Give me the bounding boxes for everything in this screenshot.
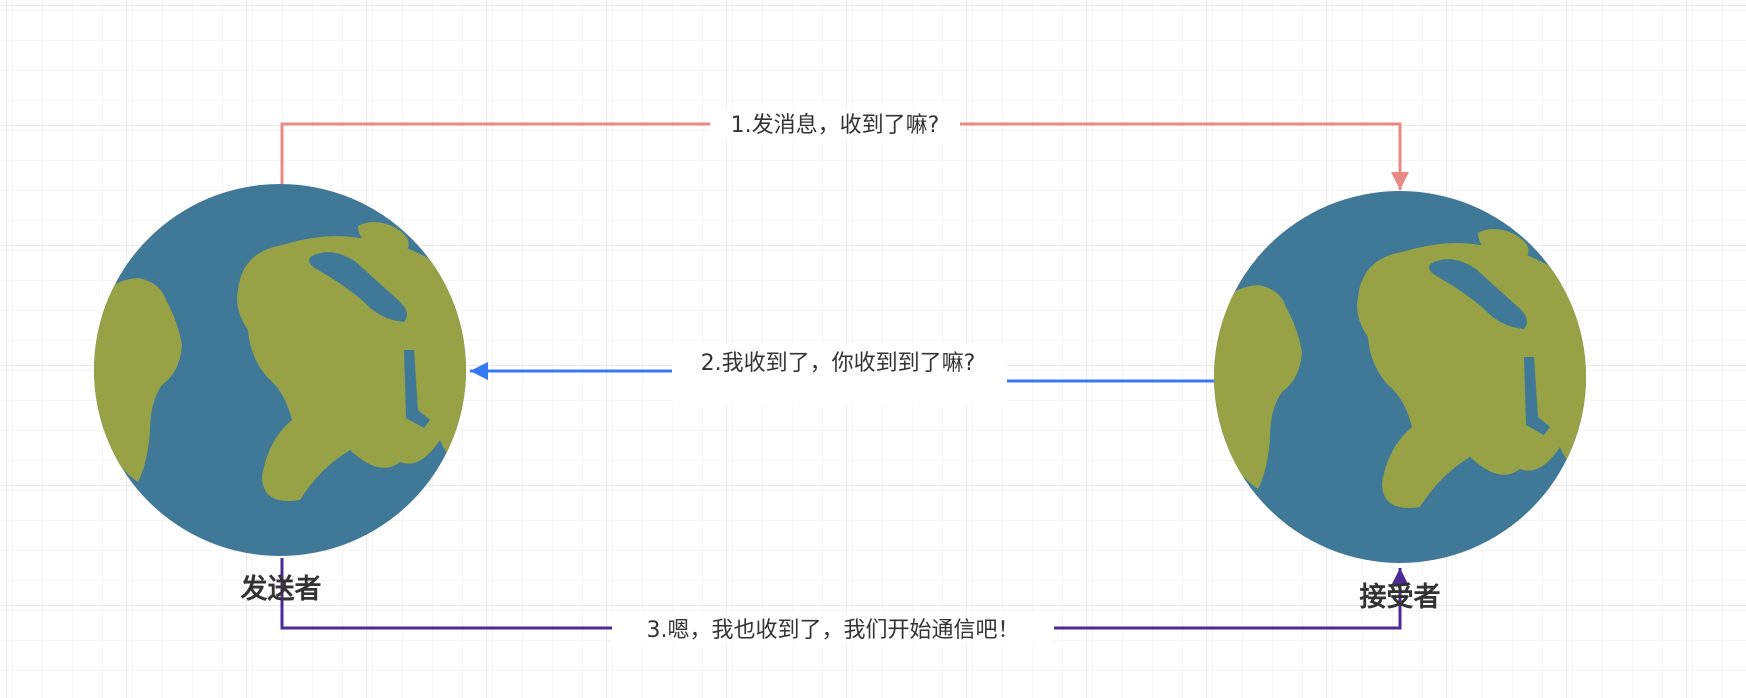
edge-step3-label-bg bbox=[612, 612, 1054, 644]
earth-globe-icon bbox=[1214, 191, 1586, 563]
node-sender-label: 发送者 bbox=[240, 573, 322, 605]
node-sender[interactable]: 发送者 bbox=[90, 184, 476, 605]
edge-step2-label-bg bbox=[672, 344, 1007, 406]
edge-step1-label-bg bbox=[710, 108, 960, 140]
edge-step3[interactable]: 3.嗯，我也收到了，我们开始通信吧！ bbox=[280, 558, 1409, 644]
edge-step2[interactable]: 2.我收到了，你收到到了嘛? bbox=[470, 344, 1214, 406]
node-receiver-label: 接受者 bbox=[1360, 581, 1441, 613]
edge-step2-label: 2.我收到了，你收到到了嘛? bbox=[701, 351, 976, 376]
earth-globe-icon bbox=[94, 184, 466, 556]
edge-step1-label: 1.发消息，收到了嘛? bbox=[731, 113, 940, 138]
edge-step1[interactable]: 1.发消息，收到了嘛? bbox=[280, 108, 1409, 190]
node-receiver[interactable]: 接受者 bbox=[1210, 191, 1596, 613]
edge-step3-label: 3.嗯，我也收到了，我们开始通信吧！ bbox=[647, 618, 1020, 643]
